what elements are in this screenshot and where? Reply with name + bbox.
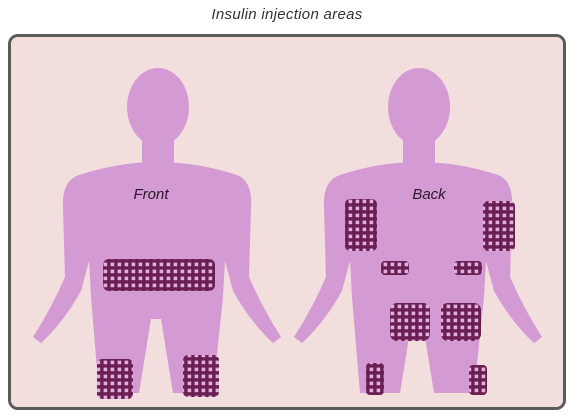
back-right-buttock-injection-area (441, 303, 481, 341)
back-left-thigh-injection-area (366, 363, 384, 395)
back-right-flank-injection-area (454, 261, 482, 275)
body-diagram: Front Back (11, 37, 563, 407)
back-neck (403, 139, 435, 165)
front-right-thigh-injection-area (183, 355, 219, 397)
back-head (388, 68, 450, 146)
front-neck (142, 139, 174, 165)
back-left-flank-injection-area (381, 261, 409, 275)
diagram-panel: Front Back (8, 34, 566, 410)
back-label: Back (412, 186, 447, 203)
back-right-thigh-injection-area (469, 365, 487, 395)
back-left-arm-injection-area (345, 199, 377, 251)
back-right-arm-injection-area (483, 201, 515, 251)
front-abdomen-injection-area (103, 259, 215, 291)
front-head (127, 68, 189, 146)
diagram-title: Insulin injection areas (0, 6, 574, 23)
front-label: Front (133, 186, 169, 203)
back-left-buttock-injection-area (390, 303, 430, 341)
front-left-thigh-injection-area (97, 359, 133, 399)
